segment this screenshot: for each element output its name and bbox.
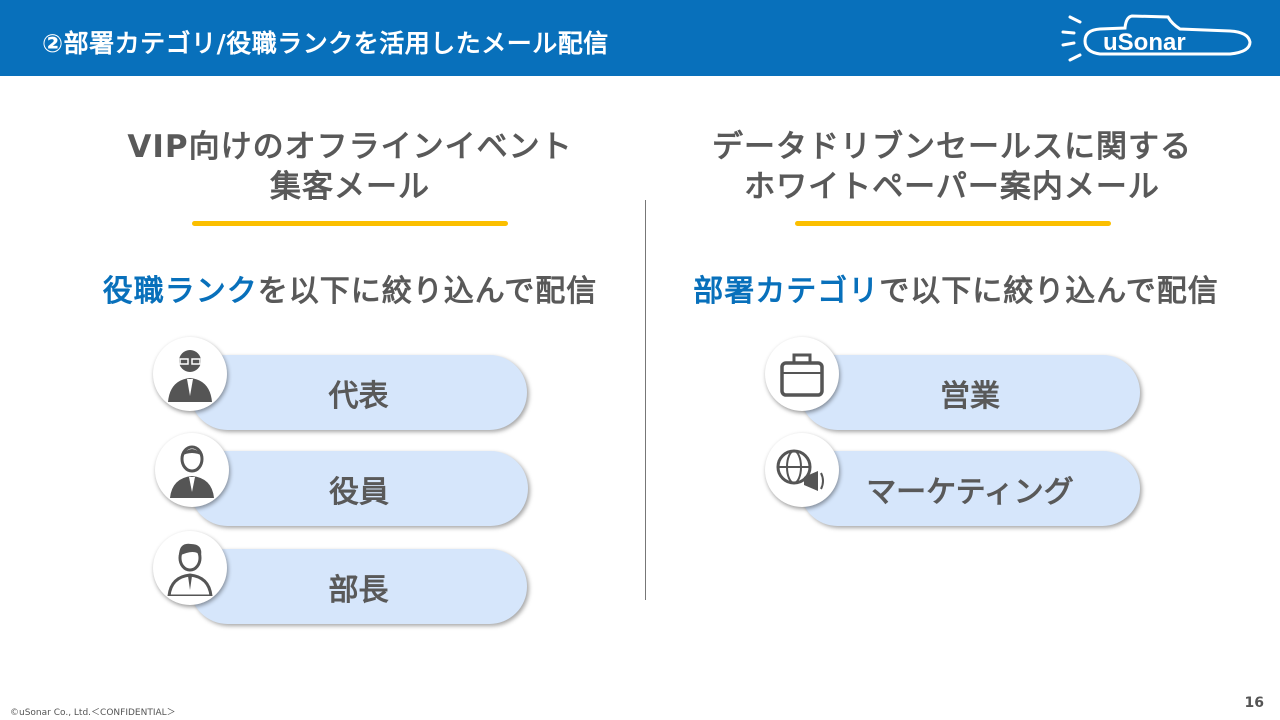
- right-title-line1: データドリブンセールスに関する: [712, 129, 1192, 165]
- rank-item-manager: 部長: [190, 549, 527, 624]
- right-title-line2: ホワイトペーパー案内メール: [744, 169, 1160, 205]
- left-column-title: VIP向けのオフラインイベント 集客メール: [50, 127, 650, 207]
- officer-icon: [155, 433, 229, 507]
- left-accent-bar: [192, 221, 508, 226]
- globe-megaphone-icon: [765, 433, 839, 507]
- rank-item-officer: 役員: [190, 451, 528, 526]
- usonar-logo: uSonar: [1061, 14, 1252, 62]
- dept-item-marketing: マーケティング: [800, 451, 1140, 526]
- item-label: 部長: [328, 572, 389, 608]
- left-sub-highlight: 役職ランク: [102, 274, 258, 309]
- right-sub-highlight: 部署カテゴリ: [693, 274, 880, 309]
- page-number: 16: [1244, 695, 1264, 711]
- left-title-line1: VIP向けのオフラインイベント: [127, 129, 573, 165]
- left-title-line2: 集客メール: [270, 169, 430, 205]
- left-subheading: 役職ランクを以下に絞り込んで配信: [40, 266, 660, 310]
- bag-icon: [765, 337, 839, 411]
- dept-item-sales: 営業: [800, 355, 1140, 430]
- svg-text:uSonar: uSonar: [1103, 29, 1186, 56]
- column-divider: [645, 200, 646, 600]
- rank-item-representative: 代表: [190, 355, 527, 430]
- right-sub-rest: で以下に絞り込んで配信: [879, 274, 1219, 309]
- slide-title: ②部署カテゴリ/役職ランクを活用したメール配信: [42, 29, 609, 58]
- item-label: マーケティング: [866, 474, 1074, 510]
- executive-icon: [153, 337, 227, 411]
- item-label: 役員: [329, 474, 389, 510]
- item-label: 営業: [940, 378, 1000, 414]
- right-accent-bar: [795, 221, 1111, 226]
- slide-header: ②部署カテゴリ/役職ランクを活用したメール配信 uSonar: [0, 0, 1280, 76]
- copyright-footer: ©uSonar Co., Ltd.＜CONFIDENTIAL＞: [10, 708, 176, 718]
- left-sub-rest: を以下に絞り込んで配信: [257, 274, 598, 309]
- manager-icon: [153, 531, 227, 605]
- right-subheading: 部署カテゴリで以下に絞り込んで配信: [646, 266, 1266, 310]
- right-column-title: データドリブンセールスに関する ホワイトペーパー案内メール: [652, 127, 1252, 207]
- item-label: 代表: [328, 378, 389, 414]
